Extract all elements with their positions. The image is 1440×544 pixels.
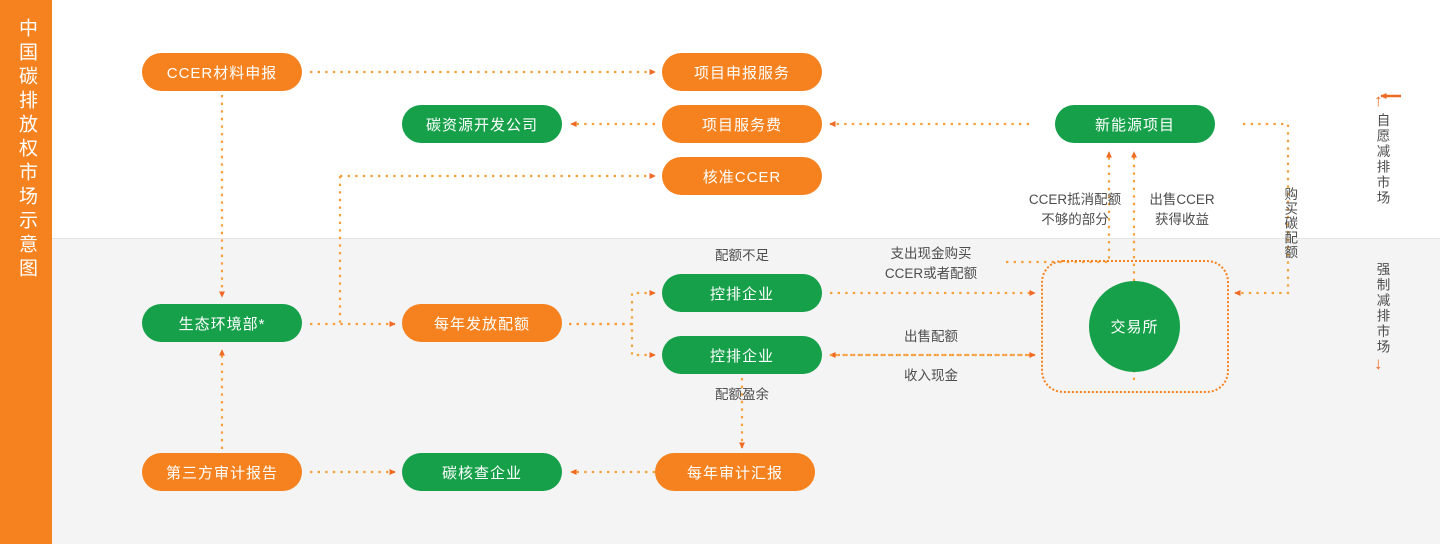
node-label: 每年审计汇报: [686, 464, 783, 482]
up-arrow-icon: ↑: [1374, 91, 1383, 110]
node-annual-audit-report[interactable]: 每年审计汇报: [655, 453, 815, 491]
label-line-2: 不够的部分: [1041, 211, 1109, 227]
node-label: 控排企业: [709, 285, 774, 303]
label-sell-quota: 出售配额: [904, 329, 958, 344]
node-third-party-audit-report[interactable]: 第三方审计报告: [142, 453, 302, 491]
node-label: 交易所: [1110, 319, 1159, 336]
label-buy-carbon-quota: 购买碳配额: [1282, 187, 1298, 260]
node-label: 项目服务费: [701, 116, 782, 134]
node-project-service-fee[interactable]: 项目服务费: [662, 105, 822, 143]
node-label: CCER材料申报: [166, 64, 278, 82]
node-label: 每年发放配额: [433, 315, 530, 333]
label-quota-surplus: 配额盈余: [715, 387, 769, 402]
label-line-2: CCER或者配额: [884, 265, 978, 281]
label-pay-cash-buy: 支出现金购买 CCER或者配额: [858, 244, 1004, 283]
node-ccer-material-declaration[interactable]: CCER材料申报: [142, 53, 302, 91]
node-carbon-verification-company[interactable]: 碳核查企业: [402, 453, 562, 491]
node-new-energy-project[interactable]: 新能源项目: [1055, 105, 1215, 143]
label-ccer-offset-shortfall: CCER抵消配额 不够的部分: [1005, 190, 1145, 229]
label-line-2: 获得收益: [1155, 211, 1209, 227]
exchange-zone-box: [1041, 260, 1229, 393]
node-annual-quota-allocation[interactable]: 每年发放配额: [402, 304, 562, 342]
node-label: 项目申报服务: [693, 64, 790, 82]
node-label: 新能源项目: [1094, 116, 1175, 134]
node-label: 核准CCER: [702, 168, 782, 186]
label-line-1: 支出现金购买: [890, 246, 972, 261]
node-label: 碳核查企业: [441, 464, 522, 482]
label-line-1: 出售CCER: [1149, 192, 1215, 207]
label-line-1: CCER抵消配额: [1028, 192, 1122, 207]
node-approve-ccer[interactable]: 核准CCER: [662, 157, 822, 195]
label-sell-ccer-income: 出售CCER 获得收益: [1140, 190, 1224, 229]
node-label: 第三方审计报告: [165, 464, 278, 482]
down-arrow-icon: ↓: [1374, 354, 1383, 373]
voluntary-market-label: 自愿减排市场: [1374, 113, 1390, 206]
node-exchange[interactable]: 交易所: [1089, 281, 1180, 372]
title-rail: 中国碳排放权市场示意图: [0, 0, 52, 544]
node-project-application-service[interactable]: 项目申报服务: [662, 53, 822, 91]
node-label: 碳资源开发公司: [425, 116, 538, 134]
node-label: 控排企业: [709, 347, 774, 365]
node-ministry-of-ecology-environment[interactable]: 生态环境部*: [142, 304, 302, 342]
node-carbon-resource-development-company[interactable]: 碳资源开发公司: [402, 105, 562, 143]
label-quota-shortage: 配额不足: [715, 248, 769, 263]
page-title: 中国碳排放权市场示意图: [15, 18, 37, 282]
node-controlled-enterprise-1[interactable]: 控排企业: [662, 274, 822, 312]
mandatory-market-label: 强制减排市场: [1374, 262, 1390, 355]
node-controlled-enterprise-2[interactable]: 控排企业: [662, 336, 822, 374]
node-label: 生态环境部*: [178, 315, 266, 333]
label-receive-cash: 收入现金: [904, 368, 958, 383]
